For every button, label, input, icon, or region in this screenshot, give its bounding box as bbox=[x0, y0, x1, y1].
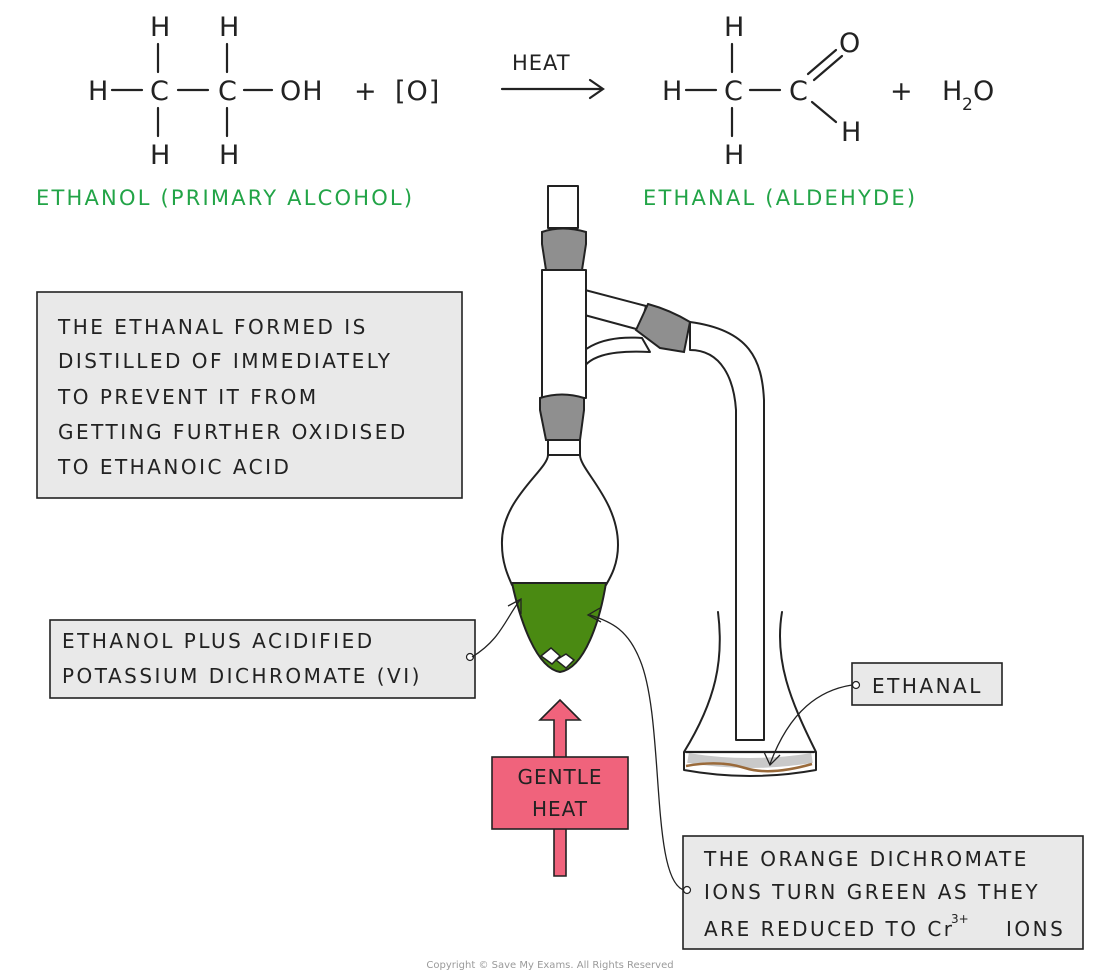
reactant-name-label: ETHANOL (PRIMARY ALCOHOL) bbox=[36, 186, 414, 210]
distillation-apparatus bbox=[500, 185, 817, 777]
note-line: TO PREVENT IT FROM bbox=[57, 385, 319, 409]
note-line: ETHANOL PLUS ACIDIFIED bbox=[62, 629, 375, 653]
product-label: ETHANAL bbox=[872, 674, 983, 698]
note-line: IONS TURN GREEN AS THEY bbox=[704, 880, 1040, 904]
note-line: ARE REDUCED TO Cr bbox=[704, 917, 955, 941]
heat-label-line: GENTLE bbox=[517, 765, 602, 789]
heat-arrow-icon: GENTLE HEAT bbox=[491, 698, 629, 877]
lower-joint-clip bbox=[539, 393, 585, 441]
side-joint-clip bbox=[634, 302, 692, 354]
upper-joint-clip bbox=[541, 227, 587, 271]
distillate-surface bbox=[685, 762, 813, 773]
water-h: H bbox=[942, 76, 963, 107]
atom-c: C bbox=[150, 76, 170, 107]
product-name-label: ETHANAL (ALDEHYDE) bbox=[643, 186, 917, 210]
ethanal-structure: H H C C O H H bbox=[662, 12, 862, 171]
note-line: DISTILLED OF IMMEDIATELY bbox=[58, 349, 392, 373]
note-line: THE ORANGE DICHROMATE bbox=[703, 847, 1029, 871]
mixture-label-box: ETHANOL PLUS ACIDIFIED POTASSIUM DICHROM… bbox=[49, 597, 522, 699]
pear-shaped-flask bbox=[500, 454, 619, 674]
ethanol-structure: H H H C C OH H H bbox=[88, 12, 324, 171]
reaction-equation: H H H C C OH H H + [O] HEAT H H C bbox=[36, 12, 995, 210]
plus-sign: + bbox=[890, 76, 914, 107]
reaction-arrow-icon bbox=[500, 78, 605, 100]
note-line: TO ETHANOIC ACID bbox=[57, 455, 291, 479]
oxidising-agent: [O] bbox=[395, 76, 440, 107]
atom-h: H bbox=[841, 117, 862, 148]
water-subscript: 2 bbox=[962, 95, 973, 115]
atom-h: H bbox=[150, 140, 171, 171]
water-o: O bbox=[973, 76, 995, 107]
distillate-liquid bbox=[687, 753, 813, 768]
note-line: POTASSIUM DICHROMATE (VI) bbox=[62, 664, 422, 688]
atom-h: H bbox=[88, 76, 109, 107]
distillation-note-box: THE ETHANAL FORMED IS DISTILLED OF IMMED… bbox=[36, 291, 463, 499]
heat-label-line: HEAT bbox=[532, 797, 588, 821]
atom-o: O bbox=[839, 28, 861, 59]
joint-clips bbox=[539, 227, 692, 441]
atom-h: H bbox=[219, 140, 240, 171]
hydroxyl-group: OH bbox=[280, 76, 324, 107]
plus-sign: + bbox=[354, 76, 378, 107]
reaction-mixture bbox=[510, 582, 608, 674]
anti-bumping-granule bbox=[554, 653, 576, 670]
atom-h: H bbox=[724, 12, 745, 43]
atom-h: H bbox=[219, 12, 240, 43]
atom-c: C bbox=[724, 76, 744, 107]
note-line: THE ETHANAL FORMED IS bbox=[57, 315, 368, 339]
water-formula: H 2 O bbox=[942, 76, 995, 115]
atom-c: C bbox=[789, 76, 809, 107]
note-line: GETTING FURTHER OXIDISED bbox=[58, 420, 408, 444]
copyright-footer: Copyright © Save My Exams. All Rights Re… bbox=[426, 960, 673, 971]
product-label-box: ETHANAL bbox=[763, 662, 1003, 767]
dichromate-note-box: THE ORANGE DICHROMATE IONS TURN GREEN AS… bbox=[586, 607, 1084, 950]
heat-condition-label: HEAT bbox=[512, 51, 571, 75]
atom-h: H bbox=[724, 140, 745, 171]
atom-c: C bbox=[218, 76, 238, 107]
charge-superscript: 3+ bbox=[951, 912, 969, 926]
note-line: IONS bbox=[1006, 917, 1065, 941]
atom-h: H bbox=[662, 76, 683, 107]
atom-h: H bbox=[150, 12, 171, 43]
